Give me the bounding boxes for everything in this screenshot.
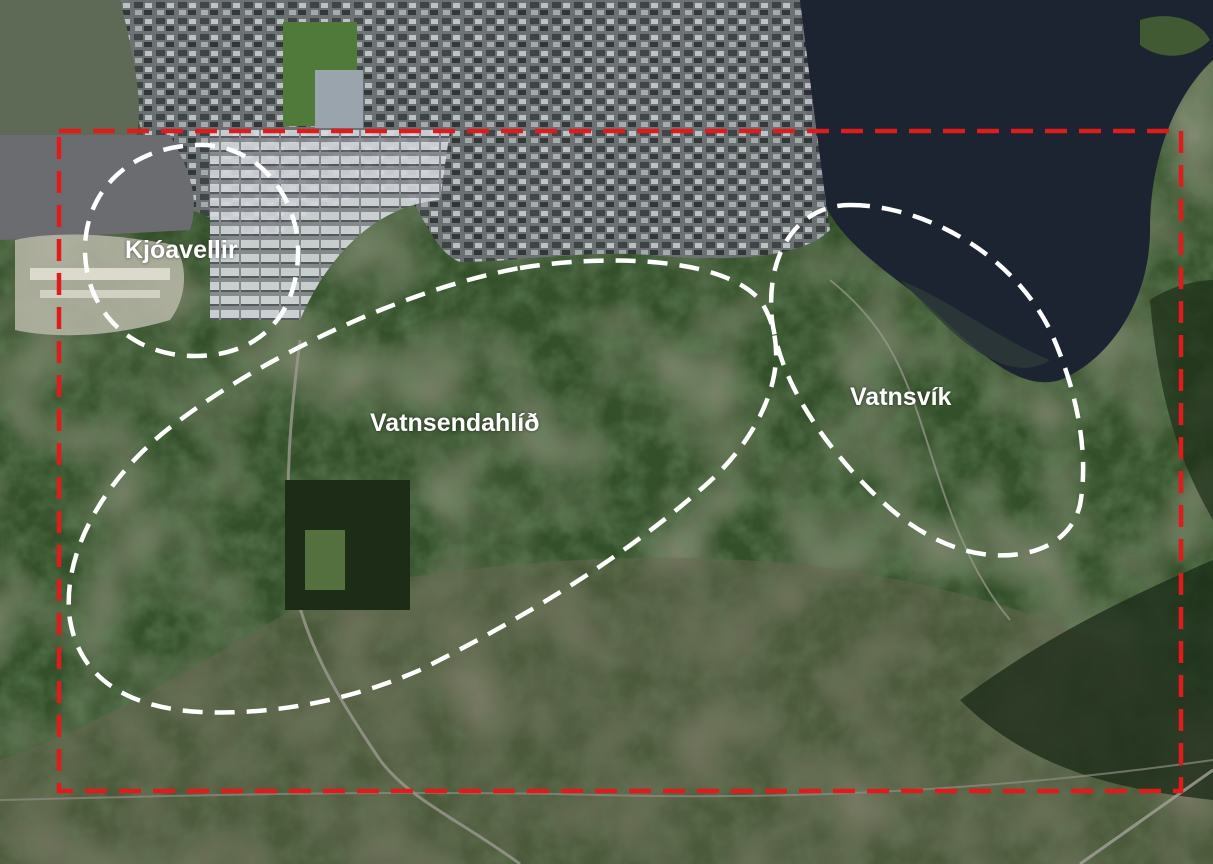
zone-outline-vatnsvik — [768, 202, 1086, 558]
urban-area-northwest — [0, 0, 139, 170]
fenced-forest-plot — [285, 480, 410, 610]
lake-north-island — [1140, 16, 1210, 56]
lake-shallows — [900, 280, 1050, 368]
runway — [30, 268, 170, 280]
zone-label-vatnsvik: Vatnsvík — [850, 383, 952, 411]
dark-forest-east — [1150, 280, 1213, 520]
fenced-forest-clearing — [305, 530, 345, 590]
study-area-outline — [56, 128, 1184, 794]
lake — [800, 0, 1213, 383]
zone-label-kjoavellir: Kjóavellir — [125, 236, 238, 264]
runway-secondary — [40, 290, 160, 298]
dark-forest-southeast — [960, 560, 1213, 800]
sports-hall — [315, 70, 363, 128]
road-east — [829, 279, 1011, 621]
zone-label-vatnsendahlid: Vatnsendahlíð — [370, 409, 540, 437]
road-south — [0, 759, 1213, 801]
road-diagonal-southeast — [1079, 768, 1213, 864]
road-main — [286, 339, 521, 864]
parking-lots-west — [0, 135, 194, 240]
zone-outline-kjoavellir — [82, 142, 301, 359]
apartment-blocks — [210, 130, 450, 320]
moorland-patch — [0, 557, 1213, 864]
